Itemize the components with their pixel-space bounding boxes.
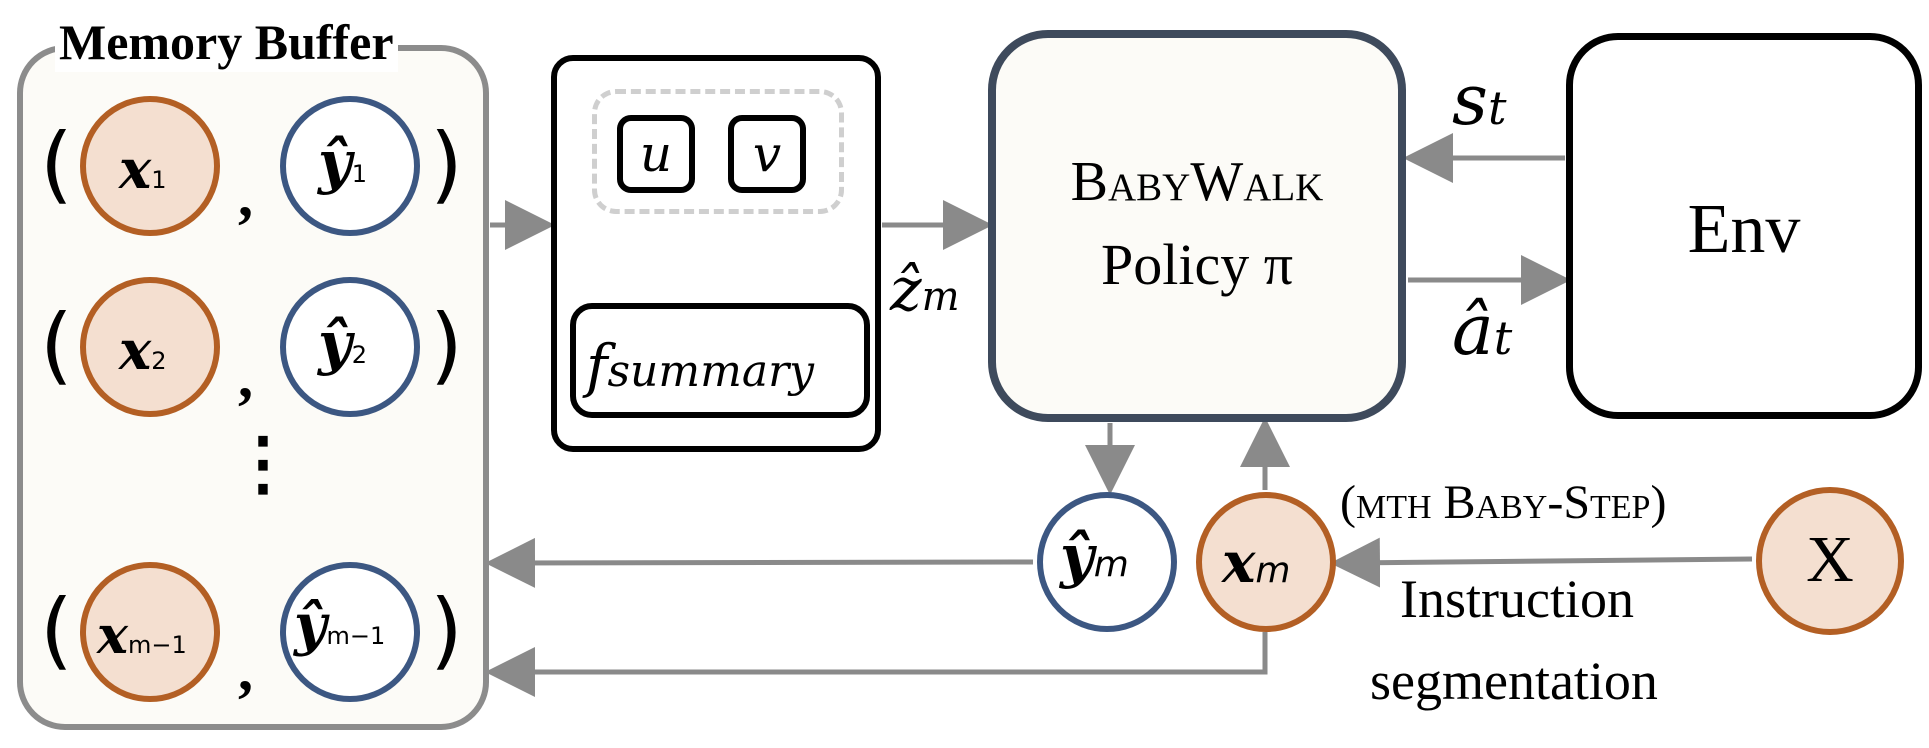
comma: , (238, 163, 253, 229)
comma: , (238, 637, 253, 703)
ym1-label: ŷm−1 (294, 592, 386, 658)
uv-group-dashed (592, 89, 844, 214)
ym1-node (280, 562, 420, 702)
y-m-label: ŷm (1060, 522, 1129, 590)
a-t-label: ât (1452, 289, 1513, 371)
segmentation-caption-line2: segmentation (1370, 651, 1658, 711)
x2-node (80, 277, 220, 417)
xm1-label: xm−1 (97, 605, 187, 666)
env-box (1566, 33, 1922, 419)
env-label: Env (1687, 191, 1801, 268)
baby-step-caption: (mth Baby-Step) (1340, 476, 1667, 529)
close-paren: ) (430, 115, 463, 213)
instruction-X-label: X (1806, 523, 1854, 596)
v-box: v (728, 115, 806, 193)
z-m-label: ẑm (890, 255, 960, 325)
y1-node (280, 96, 420, 236)
open-paren: ( (40, 581, 73, 679)
y2-label: ŷ2 (318, 309, 367, 377)
s-t-label: st (1452, 59, 1507, 141)
xm1-node (80, 562, 220, 702)
close-paren: ) (430, 296, 463, 394)
summary-module (551, 55, 881, 452)
f-summary-box (570, 303, 870, 418)
instruction-X-node (1756, 487, 1904, 635)
y1-label: ŷ1 (318, 128, 367, 196)
u-box: u (617, 115, 695, 193)
x1-label: x1 (119, 137, 167, 201)
ym-to-buffer-arrow (485, 537, 1034, 588)
x1-node (80, 96, 220, 236)
open-paren: ( (40, 296, 73, 394)
f-summary-label: fsummary (586, 332, 814, 400)
y2-node (280, 277, 420, 417)
X-to-xm-arrow (1330, 537, 1753, 588)
close-paren: ) (430, 581, 463, 679)
policy-title: BabyWalk (1070, 151, 1324, 213)
x2-label: x2 (119, 318, 167, 382)
segmentation-caption-line1: Instruction (1400, 569, 1634, 629)
memory-buffer-title: Memory Buffer (55, 12, 398, 72)
x-m-node (1196, 492, 1336, 632)
policy-subtitle: Policy π (1100, 232, 1293, 297)
open-paren: ( (40, 115, 73, 213)
xm-to-buffer-arrow (485, 632, 1268, 697)
x-m-label: xm (1222, 530, 1291, 596)
comma: , (238, 344, 253, 410)
vertical-ellipsis: ⋮ (228, 426, 298, 503)
y-m-node (1037, 492, 1177, 632)
babywalk-policy-box (988, 30, 1406, 422)
